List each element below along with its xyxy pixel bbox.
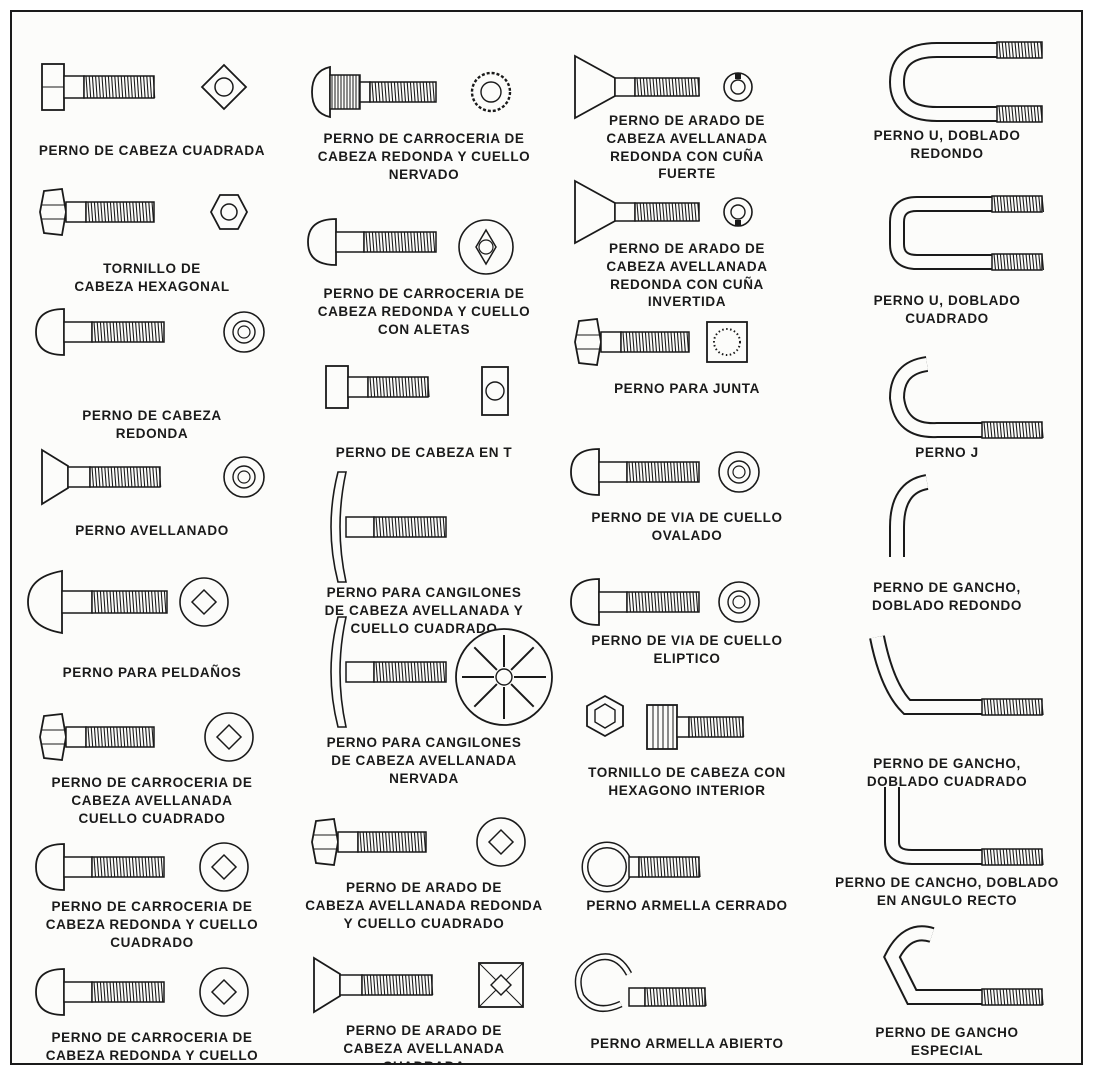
bolt-illustration (313, 956, 524, 1014)
bolt-gancho-recto: PERNO DE CANCHO, DOBLADO EN ANGULO RECTO (817, 787, 1077, 934)
bolt-illustration (889, 474, 929, 557)
bolt-illustration (39, 712, 254, 762)
bolt-illustration (889, 195, 1045, 271)
bolt-gancho-redondo: PERNO DE GANCHO, DOBLADO REDONDO (817, 474, 1077, 639)
bolt-caption: PERNO DE ARADO DE CABEZA AVELLANADA REDO… (305, 880, 543, 931)
bolt-illustration (570, 448, 760, 496)
bolt-carr-aletas: PERNO DE CARROCERIA DE CABEZA REDONDA Y … (294, 207, 554, 345)
bolt-illustration (884, 787, 1044, 866)
bolt-arado-redonda-cuello: PERNO DE ARADO DE CABEZA AVELLANADA REDO… (294, 807, 554, 939)
bolt-caption: PERNO U, DOBLADO CUADRADO (873, 293, 1021, 326)
bolt-gancho-cuadrado: PERNO DE GANCHO, DOBLADO CUADRADO (817, 635, 1077, 815)
bolt-carr-redonda-cuello: PERNO DE CARROCERIA DE CABEZA REDONDA Y … (22, 832, 282, 958)
bolt-avellanado: PERNO AVELLANADO (22, 442, 282, 582)
bolt-armella-cerrado: PERNO ARMELLA CERRADO (557, 832, 817, 957)
bolt-via-eliptico: PERNO DE VIA DE CUELLO ELIPTICO (557, 567, 817, 692)
bolt-caption: PERNO DE CARROCERIA DE CABEZA REDONDA Y … (45, 1030, 259, 1063)
bolt-illustration (27, 569, 229, 635)
bolt-u-cuadrado: PERNO U, DOBLADO CUADRADO (817, 192, 1077, 352)
bolt-caption: PERNO DE CABEZA REDONDA (82, 408, 222, 441)
bolt-caption: PERNO DE CABEZA CUADRADA (38, 143, 266, 158)
bolt-illustration (574, 54, 753, 120)
bolt-cuadrada: PERNO DE CABEZA CUADRADA (22, 52, 282, 202)
bolt-illustration (311, 65, 512, 119)
bolt-caption: PERNO ARMELLA CERRADO (586, 898, 788, 913)
bolt-caption: TORNILLO DE CABEZA HEXAGONAL (74, 261, 230, 294)
bolt-arado-cuna-fuerte: PERNO DE ARADO DE CABEZA AVELLANADA REDO… (557, 52, 817, 181)
bolt-carr-nervado: PERNO DE CARROCERIA DE CABEZA REDONDA Y … (294, 57, 554, 190)
bolt-catalog-sheet: PERNO DE CABEZA CUADRADA TORNILLO DE CABE… (10, 10, 1083, 1065)
bolt-caption: PERNO PARA CANGILONES DE CABEZA AVELLANA… (326, 735, 522, 786)
bolt-illustration (883, 925, 1044, 1006)
bolt-caption: PERNO DE CARROCERIA DE CABEZA AVELLANADA… (51, 775, 253, 826)
bolt-arado-cuadrada: PERNO DE ARADO DE CABEZA AVELLANADA CUAD… (294, 950, 554, 1063)
bolt-arado-cuna-invertida: PERNO DE ARADO DE CABEZA AVELLANADA REDO… (557, 177, 817, 309)
bolt-u-redondo: PERNO U, DOBLADO REDONDO (817, 32, 1077, 187)
bolt-carr-redonda-corto: PERNO DE CARROCERIA DE CABEZA REDONDA Y … (22, 957, 282, 1063)
bolt-junta: PERNO PARA JUNTA (557, 307, 817, 440)
bolt-perno-j: PERNO J (817, 352, 1077, 504)
bolt-caption: PERNO DE ARADO DE CABEZA AVELLANADA CUAD… (343, 1023, 505, 1063)
bolt-cabeza-t: PERNO DE CABEZA EN T (294, 352, 554, 504)
bolt-caption: PERNO J (915, 445, 979, 460)
bolt-illustration (325, 365, 509, 416)
bolt-caption: PERNO DE GANCHO, DOBLADO REDONDO (872, 580, 1022, 613)
bolt-hex-interior: TORNILLO DE CABEZA CON HEXAGONO INTERIOR (557, 692, 817, 824)
bolt-gancho-especial: PERNO DE GANCHO ESPECIAL (817, 925, 1077, 1063)
bolt-illustration (35, 967, 249, 1017)
bolt-caption: PERNO U, DOBLADO REDONDO (873, 128, 1021, 161)
bolt-illustration (311, 817, 526, 867)
bolt-illustration (35, 842, 249, 892)
bolt-caption: PERNO PARA CANGILONES DE CABEZA AVELLANA… (324, 585, 524, 636)
bolt-illustration (869, 635, 1044, 716)
bolt-caption: PERNO DE GANCHO ESPECIAL (875, 1025, 1019, 1058)
bolt-caption: PERNO DE VIA DE CUELLO OVALADO (591, 510, 783, 543)
bolt-illustration (586, 694, 745, 750)
bolt-caption: PERNO DE CANCHO, DOBLADO EN ANGULO RECTO (835, 875, 1059, 908)
bolt-illustration (41, 448, 265, 506)
bolt-illustration (581, 841, 701, 893)
bolt-illustration (39, 188, 249, 236)
bolt-illustration (307, 218, 514, 275)
bolt-illustration (888, 356, 1044, 439)
bolt-cangilones-cuadrado: PERNO PARA CANGILONES DE CABEZA AVELLANA… (294, 471, 554, 644)
bolt-illustration (330, 471, 447, 583)
bolt-illustration (41, 63, 248, 111)
bolt-caption: PERNO DE VIA DE CUELLO ELIPTICO (591, 633, 783, 666)
bolt-illustration (574, 179, 753, 245)
bolt-peldanos: PERNO PARA PELDAÑOS (22, 567, 282, 724)
bolt-illustration (574, 318, 748, 366)
bolt-illustration (570, 578, 760, 626)
bolt-illustration (574, 953, 707, 1012)
bolt-caption: PERNO DE CABEZA EN T (335, 445, 513, 460)
bolt-caption: PERNO DE CARROCERIA DE CABEZA REDONDA Y … (45, 899, 259, 950)
bolt-caption: PERNO DE ARADO DE CABEZA AVELLANADA REDO… (606, 241, 768, 310)
bolt-caption: PERNO PARA JUNTA (614, 381, 760, 396)
bolt-illustration (330, 616, 553, 728)
bolt-illustration (888, 41, 1043, 123)
bolt-illustration (35, 308, 265, 356)
bolt-caption: PERNO DE CARROCERIA DE CABEZA REDONDA Y … (317, 286, 531, 337)
bolt-redonda: PERNO DE CABEZA REDONDA (22, 297, 282, 467)
bolt-caption: PERNO ARMELLA ABIERTO (590, 1036, 784, 1051)
bolt-cangilones-nervada: PERNO PARA CANGILONES DE CABEZA AVELLANA… (294, 616, 554, 794)
bolt-caption: PERNO DE CARROCERIA DE CABEZA REDONDA Y … (317, 131, 531, 182)
bolt-caption: PERNO DE ARADO DE CABEZA AVELLANADA REDO… (606, 113, 768, 182)
bolt-carr-avell-cuello: PERNO DE CARROCERIA DE CABEZA AVELLANADA… (22, 702, 282, 834)
bolt-caption: TORNILLO DE CABEZA CON HEXAGONO INTERIOR (588, 765, 786, 798)
bolt-caption: PERNO PARA PELDAÑOS (62, 665, 242, 680)
bolt-caption: PERNO DE GANCHO, DOBLADO CUADRADO (866, 756, 1028, 789)
bolt-armella-abierto: PERNO ARMELLA ABIERTO (557, 952, 817, 1063)
bolt-caption: PERNO AVELLANADO (75, 523, 229, 538)
bolt-via-ovalado: PERNO DE VIA DE CUELLO OVALADO (557, 437, 817, 569)
bolt-hexagonal: TORNILLO DE CABEZA HEXAGONAL (22, 177, 282, 320)
